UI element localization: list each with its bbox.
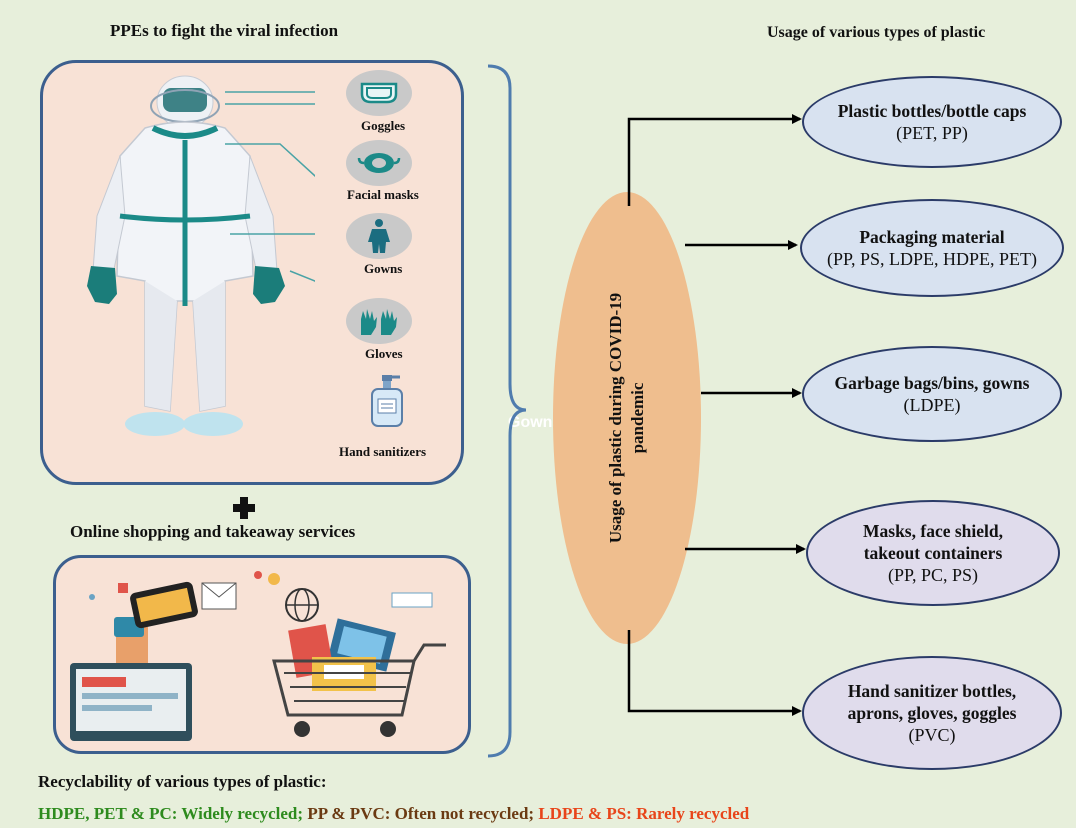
rarely-recycled-text: LDPE & PS: Rarely recycled	[538, 804, 750, 823]
gown-icon	[346, 213, 412, 259]
shopping-title: Online shopping and takeaway services	[70, 522, 356, 541]
goggles-icon	[346, 70, 412, 116]
sanitizer-bottles-label-1: Hand sanitizer bottles,	[847, 681, 1017, 701]
central-ellipse	[553, 192, 701, 644]
facial-mask-icon	[346, 140, 412, 186]
hand-sanitizer-icon	[370, 375, 404, 432]
garbage-bags-types: (LDPE)	[903, 395, 961, 415]
masks-containers-label-1: Masks, face shield,	[863, 521, 1003, 541]
sanitizer-bottles-label-2: aprons, gloves, goggles	[847, 703, 1017, 723]
sanitizer-bottles-node: Hand sanitizer bottles, aprons, gloves, …	[802, 656, 1062, 770]
plus-icon	[233, 497, 255, 519]
packaging-material-types: (PP, PS, LDPE, HDPE, PET)	[826, 249, 1038, 269]
garbage-bags-node: Garbage bags/bins, gowns (LDPE)	[802, 346, 1062, 442]
plastic-bottles-node: Plastic bottles/bottle caps (PET, PP)	[802, 76, 1062, 168]
sanitizer-bottles-types: (PVC)	[908, 725, 956, 745]
packaging-material-label: Packaging material	[859, 227, 1005, 247]
ppe-suit-illustration	[87, 75, 315, 436]
grouping-bracket	[487, 64, 527, 758]
masks-containers-node: Masks, face shield, takeout containers (…	[806, 500, 1060, 606]
gloves-label: Gloves	[365, 346, 403, 361]
plastic-bottles-label: Plastic bottles/bottle caps	[837, 101, 1027, 121]
ppe-title: PPEs to fight the viral infection	[110, 21, 339, 40]
plastic-usage-title: Usage of various types of plastic	[767, 24, 986, 41]
widely-recycled-text: HDPE, PET & PC: Widely recycled;	[38, 804, 304, 823]
gloves-icon	[346, 298, 412, 344]
garbage-bags-label: Garbage bags/bins, gowns	[834, 373, 1030, 393]
often-not-recycled-text: PP & PVC: Often not recycled;	[307, 804, 535, 823]
gowns-label: Gowns	[364, 261, 403, 276]
gowns-stray-label: Gowns	[508, 414, 562, 431]
online-shopping-illustration	[70, 571, 446, 741]
masks-containers-types: (PP, PC, PS)	[887, 565, 979, 585]
plastic-bottles-types: (PET, PP)	[896, 123, 968, 143]
masks-containers-label-2: takeout containers	[863, 543, 1003, 563]
recyclability-legend: HDPE, PET & PC: Widely recycled; PP & PV…	[38, 804, 749, 824]
hand-sanitizers-label: Hand sanitizers	[339, 444, 427, 459]
facial-masks-label: Facial masks	[347, 187, 419, 202]
packaging-material-node: Packaging material (PP, PS, LDPE, HDPE, …	[800, 199, 1064, 297]
recyclability-heading: Recyclability of various types of plasti…	[38, 772, 327, 791]
goggles-label: Goggles	[361, 118, 406, 133]
